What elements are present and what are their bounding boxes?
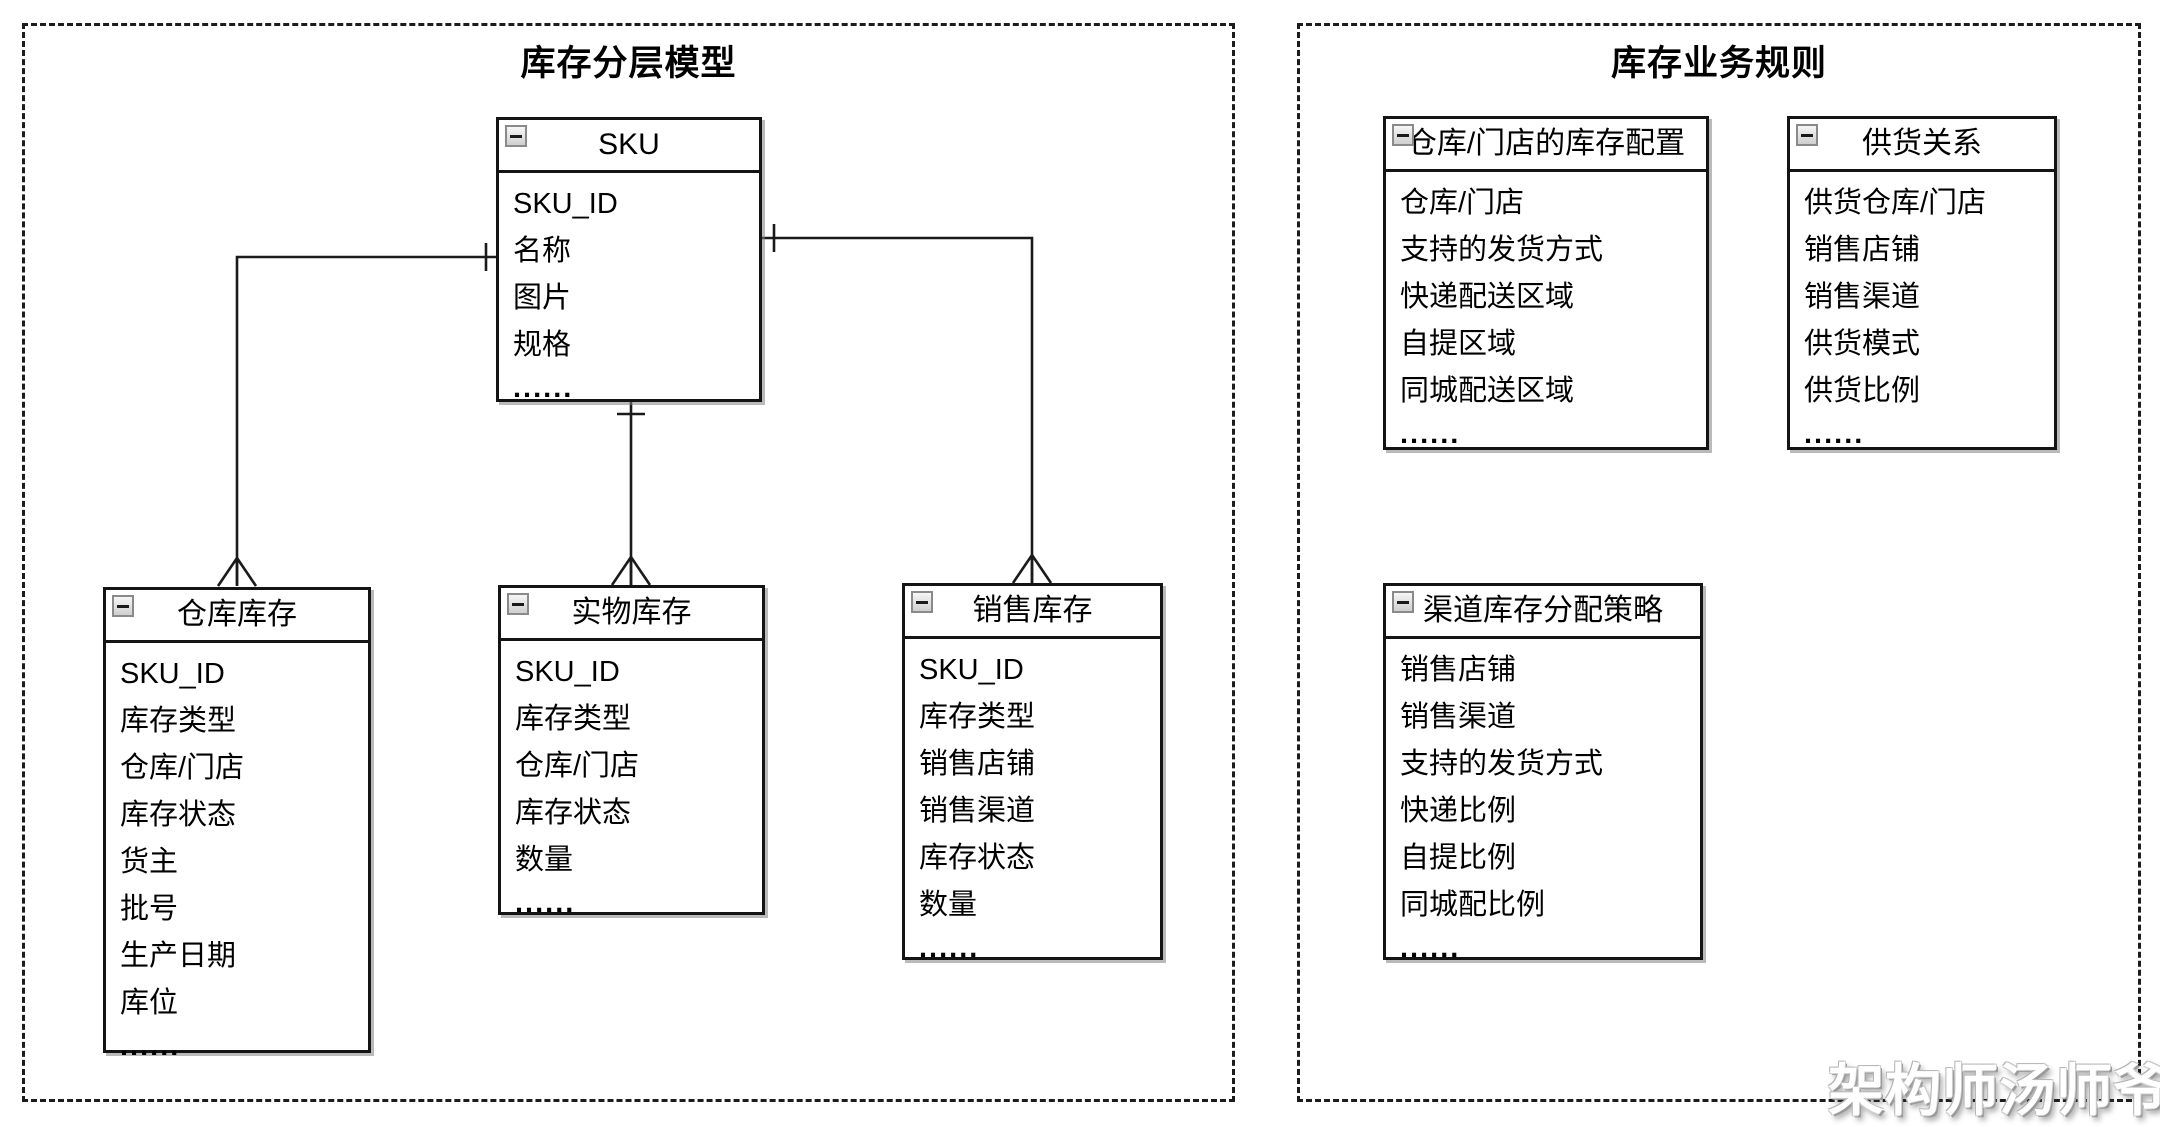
collapse-minus-icon[interactable] <box>1392 591 1414 613</box>
entity-field-ellipsis: ...... <box>1400 932 1461 964</box>
minus-glyph <box>512 602 524 606</box>
entity-field: SKU_ID <box>919 654 1024 686</box>
entity-field: 自提区域 <box>1400 328 1517 360</box>
entity-field: 仓库/门店 <box>120 752 245 784</box>
entity-header: 销售库存 <box>905 586 1160 639</box>
entity-field: 库存状态 <box>919 842 1036 874</box>
minus-glyph <box>117 604 129 608</box>
entity-title: 销售库存 <box>972 594 1093 627</box>
entity-sku[interactable]: SKU SKU_ID 名称图片规格...... <box>496 117 762 404</box>
entity-field: 规格 <box>513 329 572 361</box>
entity-field: 同城配比例 <box>1400 889 1546 921</box>
entity-field-ellipsis: ...... <box>1400 418 1461 450</box>
entity-field: 供货仓库/门店 <box>1804 187 1987 219</box>
entity-header: 仓库库存 <box>106 590 368 643</box>
entity-config[interactable]: 仓库/门店的库存配置仓库/门店支持的发货方式快递配送区域自提区域同城配送区域..… <box>1383 116 1709 450</box>
minus-glyph <box>916 600 928 604</box>
entity-field: 货主 <box>120 846 179 878</box>
minus-glyph <box>1397 133 1409 137</box>
collapse-minus-icon[interactable] <box>911 591 933 613</box>
entity-physical[interactable]: 实物库存 SKU_ID 库存类型仓库/门店库存状态数量...... <box>498 585 765 919</box>
entity-field-ellipsis: ...... <box>515 887 576 919</box>
entity-channel[interactable]: 渠道库存分配策略销售店铺销售渠道支持的发货方式快递比例自提比例同城配比例....… <box>1383 583 1703 964</box>
entity-fields: SKU_ID 名称图片规格...... <box>499 173 759 415</box>
entity-field: 库存状态 <box>515 797 632 829</box>
entity-field: 仓库/门店 <box>1400 187 1525 219</box>
entity-field: SKU_ID <box>515 656 620 688</box>
entity-field: 销售店铺 <box>919 748 1036 780</box>
minus-glyph <box>1801 133 1813 137</box>
entity-title: 实物库存 <box>571 596 692 629</box>
panel-inventory-layered-model: 库存分层模型 <box>22 23 1235 1102</box>
collapse-minus-icon[interactable] <box>505 125 527 147</box>
entity-header: 仓库/门店的库存配置 <box>1386 119 1706 172</box>
entity-header: 实物库存 <box>501 588 762 641</box>
entity-fields: SKU_ID 库存类型仓库/门店库存状态数量...... <box>501 641 762 930</box>
entity-field: 图片 <box>513 282 572 314</box>
entity-field: 快递配送区域 <box>1400 281 1575 313</box>
entity-field: SKU_ID <box>120 658 225 690</box>
panel-title-layered-model: 库存分层模型 <box>520 44 737 83</box>
entity-header: 供货关系 <box>1790 119 2054 172</box>
entity-field-ellipsis: ...... <box>120 1030 181 1062</box>
entity-field-ellipsis: ...... <box>1804 418 1865 450</box>
panel-inventory-business-rules: 库存业务规则 <box>1297 23 2141 1102</box>
entity-title: SKU <box>598 128 660 161</box>
entity-fields: 销售店铺销售渠道支持的发货方式快递比例自提比例同城配比例...... <box>1386 639 1700 975</box>
entity-header: SKU <box>499 120 759 173</box>
panel-title-business-rules: 库存业务规则 <box>1610 44 1827 83</box>
entity-field-ellipsis: ...... <box>919 932 980 964</box>
entity-field: 生产日期 <box>120 940 237 972</box>
entity-field: 销售店铺 <box>1400 654 1517 686</box>
entity-field: 同城配送区域 <box>1400 375 1575 407</box>
entity-title: 仓库库存 <box>177 598 297 631</box>
entity-field: 销售渠道 <box>1804 281 1921 313</box>
entity-field: 批号 <box>120 893 179 925</box>
entity-field-ellipsis: ...... <box>513 372 574 404</box>
entity-supply[interactable]: 供货关系供货仓库/门店销售店铺销售渠道供货模式供货比例...... <box>1787 116 2057 450</box>
entity-field: 自提比例 <box>1400 842 1517 874</box>
collapse-minus-icon[interactable] <box>1392 124 1414 146</box>
entity-field: 支持的发货方式 <box>1400 748 1604 780</box>
entity-field: 快递比例 <box>1400 795 1517 827</box>
minus-glyph <box>1397 600 1409 604</box>
collapse-minus-icon[interactable] <box>1796 124 1818 146</box>
entity-fields: SKU_ID 库存类型销售店铺销售渠道库存状态数量...... <box>905 639 1160 975</box>
entity-fields: 仓库/门店支持的发货方式快递配送区域自提区域同城配送区域...... <box>1386 172 1706 461</box>
entity-header: 渠道库存分配策略 <box>1386 586 1700 639</box>
entity-field: 支持的发货方式 <box>1400 234 1604 266</box>
entity-field: 销售渠道 <box>919 795 1036 827</box>
entity-field: 数量 <box>919 889 978 921</box>
collapse-minus-icon[interactable] <box>112 595 134 617</box>
entity-field: 供货比例 <box>1804 375 1921 407</box>
entity-field: 库存类型 <box>515 703 632 735</box>
entity-field: 库存类型 <box>919 701 1036 733</box>
entity-fields: SKU_ID 库存类型仓库/门店库存状态货主批号生产日期库位...... <box>106 643 368 1073</box>
entity-field: 库存类型 <box>120 705 237 737</box>
entity-field: 仓库/门店 <box>515 750 640 782</box>
entity-field: 销售店铺 <box>1804 234 1921 266</box>
entity-field: 名称 <box>513 235 572 267</box>
minus-glyph <box>510 134 522 138</box>
collapse-minus-icon[interactable] <box>507 593 529 615</box>
entity-fields: 供货仓库/门店销售店铺销售渠道供货模式供货比例...... <box>1790 172 2054 461</box>
entity-field: 数量 <box>515 844 574 876</box>
watermark: 架构师汤师爷 <box>1828 1059 2160 1122</box>
entity-field: 销售渠道 <box>1400 701 1517 733</box>
entity-warehouse[interactable]: 仓库库存 SKU_ID 库存类型仓库/门店库存状态货主批号生产日期库位...... <box>103 587 371 1062</box>
entity-sales[interactable]: 销售库存 SKU_ID 库存类型销售店铺销售渠道库存状态数量...... <box>902 583 1163 964</box>
entity-title: 仓库/门店的库存配置 <box>1406 127 1686 160</box>
entity-field: SKU_ID <box>513 188 618 220</box>
entity-title: 渠道库存分配策略 <box>1423 594 1663 627</box>
entity-field: 库存状态 <box>120 799 237 831</box>
entity-field: 供货模式 <box>1804 328 1921 360</box>
entity-field: 库位 <box>120 987 179 1019</box>
entity-title: 供货关系 <box>1862 127 1982 160</box>
